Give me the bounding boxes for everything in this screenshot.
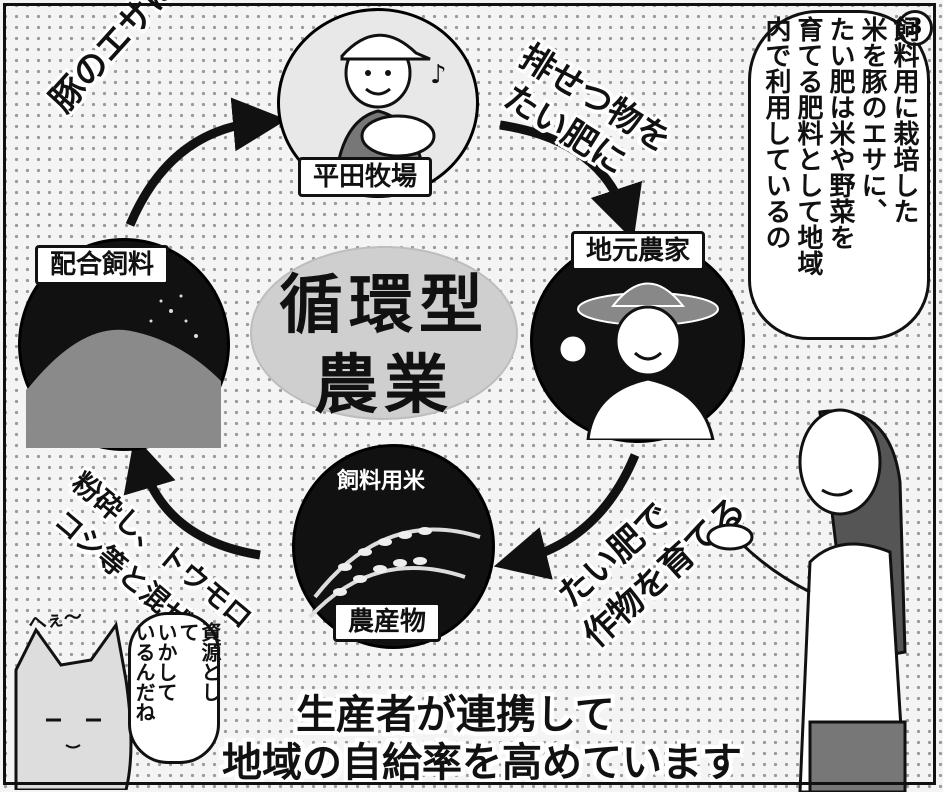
speech-bubble-text: 飼料用に栽培した 米を豚のエサに、 たい肥は米や野菜を 育てる肥料として地域 内… bbox=[760, 16, 920, 316]
cat-character bbox=[14, 621, 133, 790]
cat-speech-bubble bbox=[128, 612, 220, 764]
cat-line-1: 資源とし bbox=[198, 622, 222, 702]
node-local-farmer: 地元農家 bbox=[530, 231, 745, 443]
rice-plant-icon bbox=[308, 527, 481, 619]
node-label-left: 配合飼料 bbox=[35, 245, 170, 285]
node-produce: 飼料用米 農産物 bbox=[292, 444, 495, 649]
rice-sublabel: 飼料用米 bbox=[337, 469, 426, 494]
cat-speech-text: 資源とし て いかして いるんだね bbox=[132, 622, 222, 752]
center-title-line2: 農業 bbox=[314, 348, 454, 423]
center-ellipse: 循環型 農業 bbox=[250, 246, 518, 423]
speech-line-1: 飼料用に栽培した bbox=[889, 16, 919, 224]
speech-line-3: たい肥は米や野菜を bbox=[825, 16, 855, 250]
feed-pile-icon bbox=[26, 294, 221, 448]
node-hirata-farm: ♪ 平田牧場 bbox=[277, 8, 479, 198]
cat-line-3: いかして bbox=[154, 622, 178, 702]
speech-line-5: 内で利用しているの bbox=[761, 16, 791, 250]
panel-number: 3 bbox=[897, 10, 933, 46]
node-compound-feed: 配合飼料 bbox=[18, 238, 230, 451]
speech-line-4: 育てる肥料として地域 bbox=[793, 16, 823, 276]
woman-character bbox=[706, 408, 907, 792]
node-label-right: 地元農家 bbox=[571, 231, 706, 271]
arrow-right-to-bottom bbox=[493, 453, 640, 580]
center-title-line1: 循環型 bbox=[279, 268, 489, 343]
svg-text:♪: ♪ bbox=[430, 60, 447, 90]
node-label-bottom: 農産物 bbox=[333, 602, 442, 642]
caption-line-1: 生産者が連携して bbox=[296, 692, 615, 738]
node-label-top: 平田牧場 bbox=[298, 157, 433, 197]
farmer-in-hat-icon bbox=[557, 282, 719, 440]
arrow-bottom-to-left bbox=[123, 436, 261, 560]
speech-line-2: 米を豚のエサに、 bbox=[857, 16, 887, 224]
arrow-top-to-right bbox=[499, 120, 643, 241]
cat-line-2: て bbox=[176, 622, 200, 642]
cat-line-4: いるんだね bbox=[132, 622, 156, 722]
arrow-left-to-top bbox=[125, 97, 287, 227]
speech-bubble bbox=[748, 10, 930, 340]
caption-line-2: 地域の自給率を高めています bbox=[222, 740, 742, 786]
